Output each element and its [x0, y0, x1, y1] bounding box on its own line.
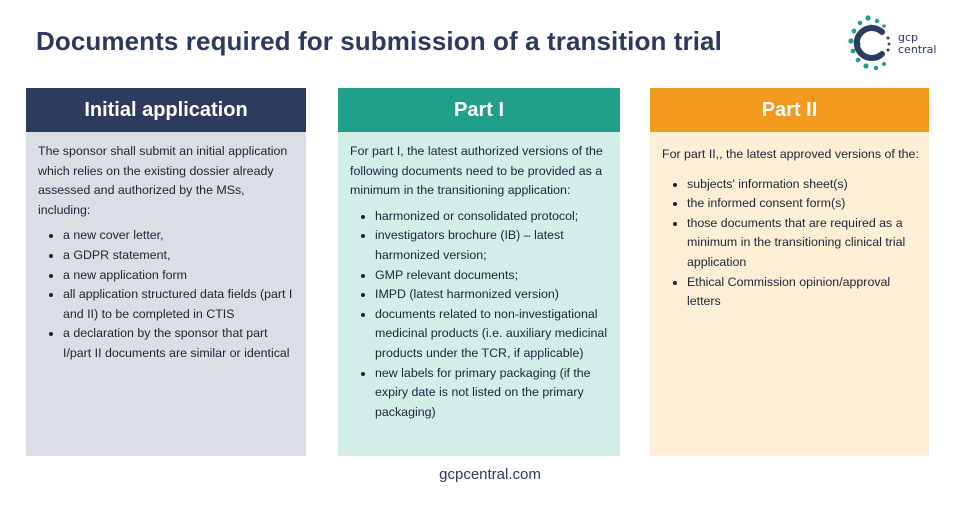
list-item: a declaration by the sponsor that part I…	[63, 324, 296, 363]
list-item: investigators brochure (IB) – latest har…	[375, 226, 610, 265]
logo-wordmark: gcp central	[898, 31, 937, 56]
list-item: subjects' information sheet(s)	[687, 175, 919, 195]
column-header: Initial application	[26, 88, 306, 132]
column-intro: For part I, the latest authorized versio…	[350, 144, 603, 198]
page-title: Documents required for submission of a t…	[36, 26, 722, 56]
list-item: new labels for primary packaging (if the…	[375, 364, 610, 423]
column-body: The sponsor shall submit an initial appl…	[26, 132, 306, 456]
initial-application-column: Initial application The sponsor shall su…	[26, 88, 306, 456]
list-item: GMP relevant documents;	[375, 266, 610, 286]
column-header: Part I	[338, 88, 620, 132]
part-ii-column: Part II For part II,, the latest approve…	[650, 88, 929, 456]
list-item: a new application form	[63, 266, 296, 286]
footer-website: gcpcentral.com	[439, 466, 541, 483]
list-item: Ethical Commission opinion/approval lett…	[687, 273, 919, 312]
document-list: harmonized or consolidated protocol; inv…	[350, 207, 610, 423]
column-body: For part II,, the latest approved versio…	[650, 132, 929, 456]
list-item: IMPD (latest harmonized version)	[375, 285, 610, 305]
gcp-central-logo	[848, 15, 891, 71]
list-item: all application structured data fields (…	[63, 285, 296, 324]
list-item: the informed consent form(s)	[687, 194, 919, 214]
list-item: a GDPR statement,	[63, 246, 296, 266]
column-body: For part I, the latest authorized versio…	[338, 132, 620, 456]
document-list: subjects' information sheet(s) the infor…	[662, 175, 919, 312]
list-item: harmonized or consolidated protocol;	[375, 207, 610, 227]
list-item: a new cover letter,	[63, 226, 296, 246]
part-i-column: Part I For part I, the latest authorized…	[338, 88, 620, 456]
list-item: documents related to non-investigational…	[375, 305, 610, 364]
column-header: Part II	[650, 88, 929, 132]
document-list: a new cover letter, a GDPR statement, a …	[38, 226, 296, 363]
list-item: those documents that are required as a m…	[687, 214, 919, 273]
column-intro: For part II,, the latest approved versio…	[662, 147, 919, 161]
column-intro: The sponsor shall submit an initial appl…	[38, 144, 288, 217]
